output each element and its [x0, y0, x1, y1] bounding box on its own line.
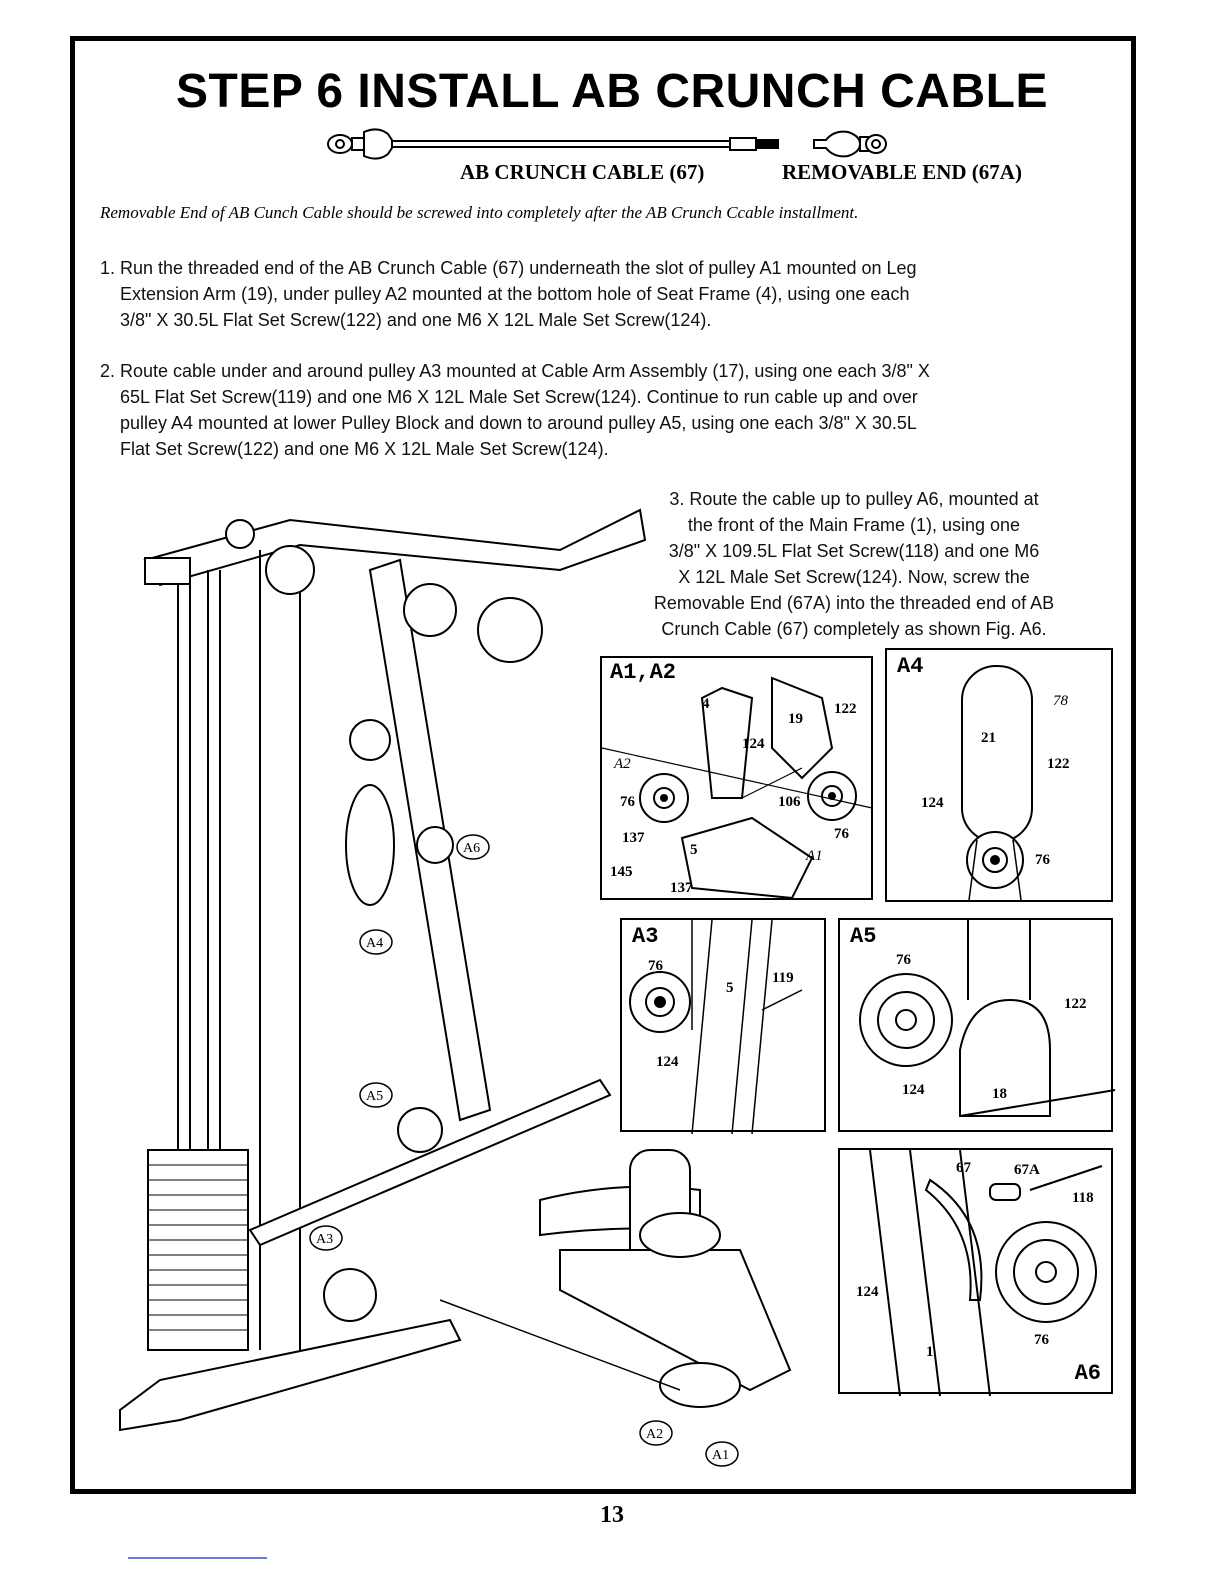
instruction-2-line: pulley A4 mounted at lower Pulley Block … [120, 413, 917, 433]
panel-a3: A3 76 5 119 124 [620, 918, 826, 1135]
part-label: 119 [772, 970, 794, 986]
page-title: STEP 6 INSTALL AB CRUNCH CABLE [176, 65, 1048, 118]
part-label: 137 [670, 880, 693, 896]
page-number: 13 [600, 1502, 624, 1528]
part-label: 1 [926, 1344, 934, 1360]
instruction-3-line: 3/8" X 109.5L Flat Set Screw(118) and on… [668, 541, 1040, 561]
installation-note: Removable End of AB Cunch Cable should b… [100, 203, 859, 222]
part-label: 122 [834, 701, 857, 717]
part-label: A2 [613, 756, 631, 772]
part-label: 145 [610, 864, 633, 880]
removable-end-label: REMOVABLE END (67A) [782, 160, 1022, 184]
panel-a1-a2: A1,A2 4 19 122 124 A2 76 106 76 137 5 A1… [600, 656, 873, 900]
instruction-3-line: Crunch Cable (67) completely as shown Fi… [661, 619, 1047, 639]
callout-a5: A5 [366, 1089, 383, 1104]
cable-illustration [327, 128, 887, 160]
part-label: 5 [690, 842, 698, 858]
panel-label: A1,A2 [610, 660, 677, 685]
part-label: 19 [788, 711, 803, 727]
part-label: 124 [742, 736, 765, 752]
part-label: 67 [956, 1160, 972, 1176]
panel-a5-drawing: 76 122 124 18 [859, 920, 1116, 1117]
instruction-3-line: X 12L Male Set Screw(124). Now, screw th… [678, 567, 1030, 587]
part-label: 76 [1034, 1332, 1050, 1348]
page-border [70, 36, 1136, 1494]
part-label: 76 [648, 958, 664, 974]
instruction-2-line: 65L Flat Set Screw(119) and one M6 X 12L… [120, 387, 918, 407]
part-label: 78 [1053, 693, 1069, 709]
part-label: 124 [856, 1284, 879, 1300]
panel-label: A6 [1074, 1361, 1101, 1386]
part-label: 76 [896, 952, 912, 968]
part-label: 124 [921, 795, 944, 811]
panel-label: A3 [632, 924, 659, 949]
instruction-1-line: 3/8" X 30.5L Flat Set Screw(122) and one… [120, 310, 712, 330]
part-label: 21 [981, 730, 996, 746]
callout-a1: A1 [712, 1448, 729, 1463]
instruction-1-line: 1. Run the threaded end of the AB Crunch… [100, 258, 917, 278]
home-gym-diagram: A6 A4 A5 A3 A2 A1 [119, 508, 792, 1467]
part-label: 124 [902, 1082, 925, 1098]
part-label: 124 [656, 1054, 679, 1070]
instruction-2-line: Flat Set Screw(122) and one M6 X 12L Mal… [120, 439, 609, 459]
instruction-1: 1. Run the threaded end of the AB Crunch… [100, 255, 917, 333]
part-label: 5 [726, 980, 734, 996]
instruction-3-line: 3. Route the cable up to pulley A6, moun… [669, 489, 1039, 509]
part-label: 4 [702, 696, 710, 712]
part-label: 76 [620, 794, 636, 810]
panel-a4-drawing: 78 21 122 124 76 [921, 665, 1070, 901]
panel-label: A5 [850, 924, 877, 949]
instruction-3: 3. Route the cable up to pulley A6, moun… [598, 486, 1110, 642]
instruction-3-line: Removable End (67A) into the threaded en… [653, 593, 1055, 613]
callout-a3: A3 [316, 1232, 333, 1247]
part-label: 118 [1072, 1190, 1094, 1206]
part-label: 122 [1047, 756, 1070, 772]
cable-label: AB CRUNCH CABLE (67) [460, 160, 705, 184]
part-label: 76 [834, 826, 850, 842]
part-label: 106 [778, 794, 801, 810]
instruction-2: 2. Route cable under and around pulley A… [100, 358, 930, 462]
panel-a6-drawing: 67 67A 118 124 76 1 [856, 1149, 1103, 1397]
footer-rule [128, 1557, 267, 1559]
instruction-3-line: the front of the Main Frame (1), using o… [687, 515, 1021, 535]
panel-a3-drawing: 76 5 119 124 [629, 919, 803, 1135]
part-label: 18 [992, 1086, 1007, 1102]
instruction-1-line: Extension Arm (19), under pulley A2 moun… [120, 284, 910, 304]
part-label: A1 [805, 848, 823, 864]
panel-a1-a2-drawing: 4 19 122 124 A2 76 106 76 137 5 A1 145 1… [601, 676, 873, 900]
part-label: 67A [1014, 1162, 1040, 1178]
part-label: 76 [1035, 852, 1051, 868]
instruction-2-line: 2. Route cable under and around pulley A… [100, 361, 930, 381]
part-label: 137 [622, 830, 645, 846]
part-label: 122 [1064, 996, 1087, 1012]
callout-a2: A2 [646, 1427, 663, 1442]
panel-a6: A6 67 67A 118 124 76 1 [838, 1148, 1113, 1397]
panel-label: A4 [897, 654, 924, 679]
panel-a4: A4 78 21 122 124 76 [885, 648, 1113, 902]
callout-a6: A6 [463, 841, 480, 856]
callout-a4: A4 [366, 936, 383, 951]
panel-a5: A5 76 122 124 18 [838, 918, 1116, 1132]
